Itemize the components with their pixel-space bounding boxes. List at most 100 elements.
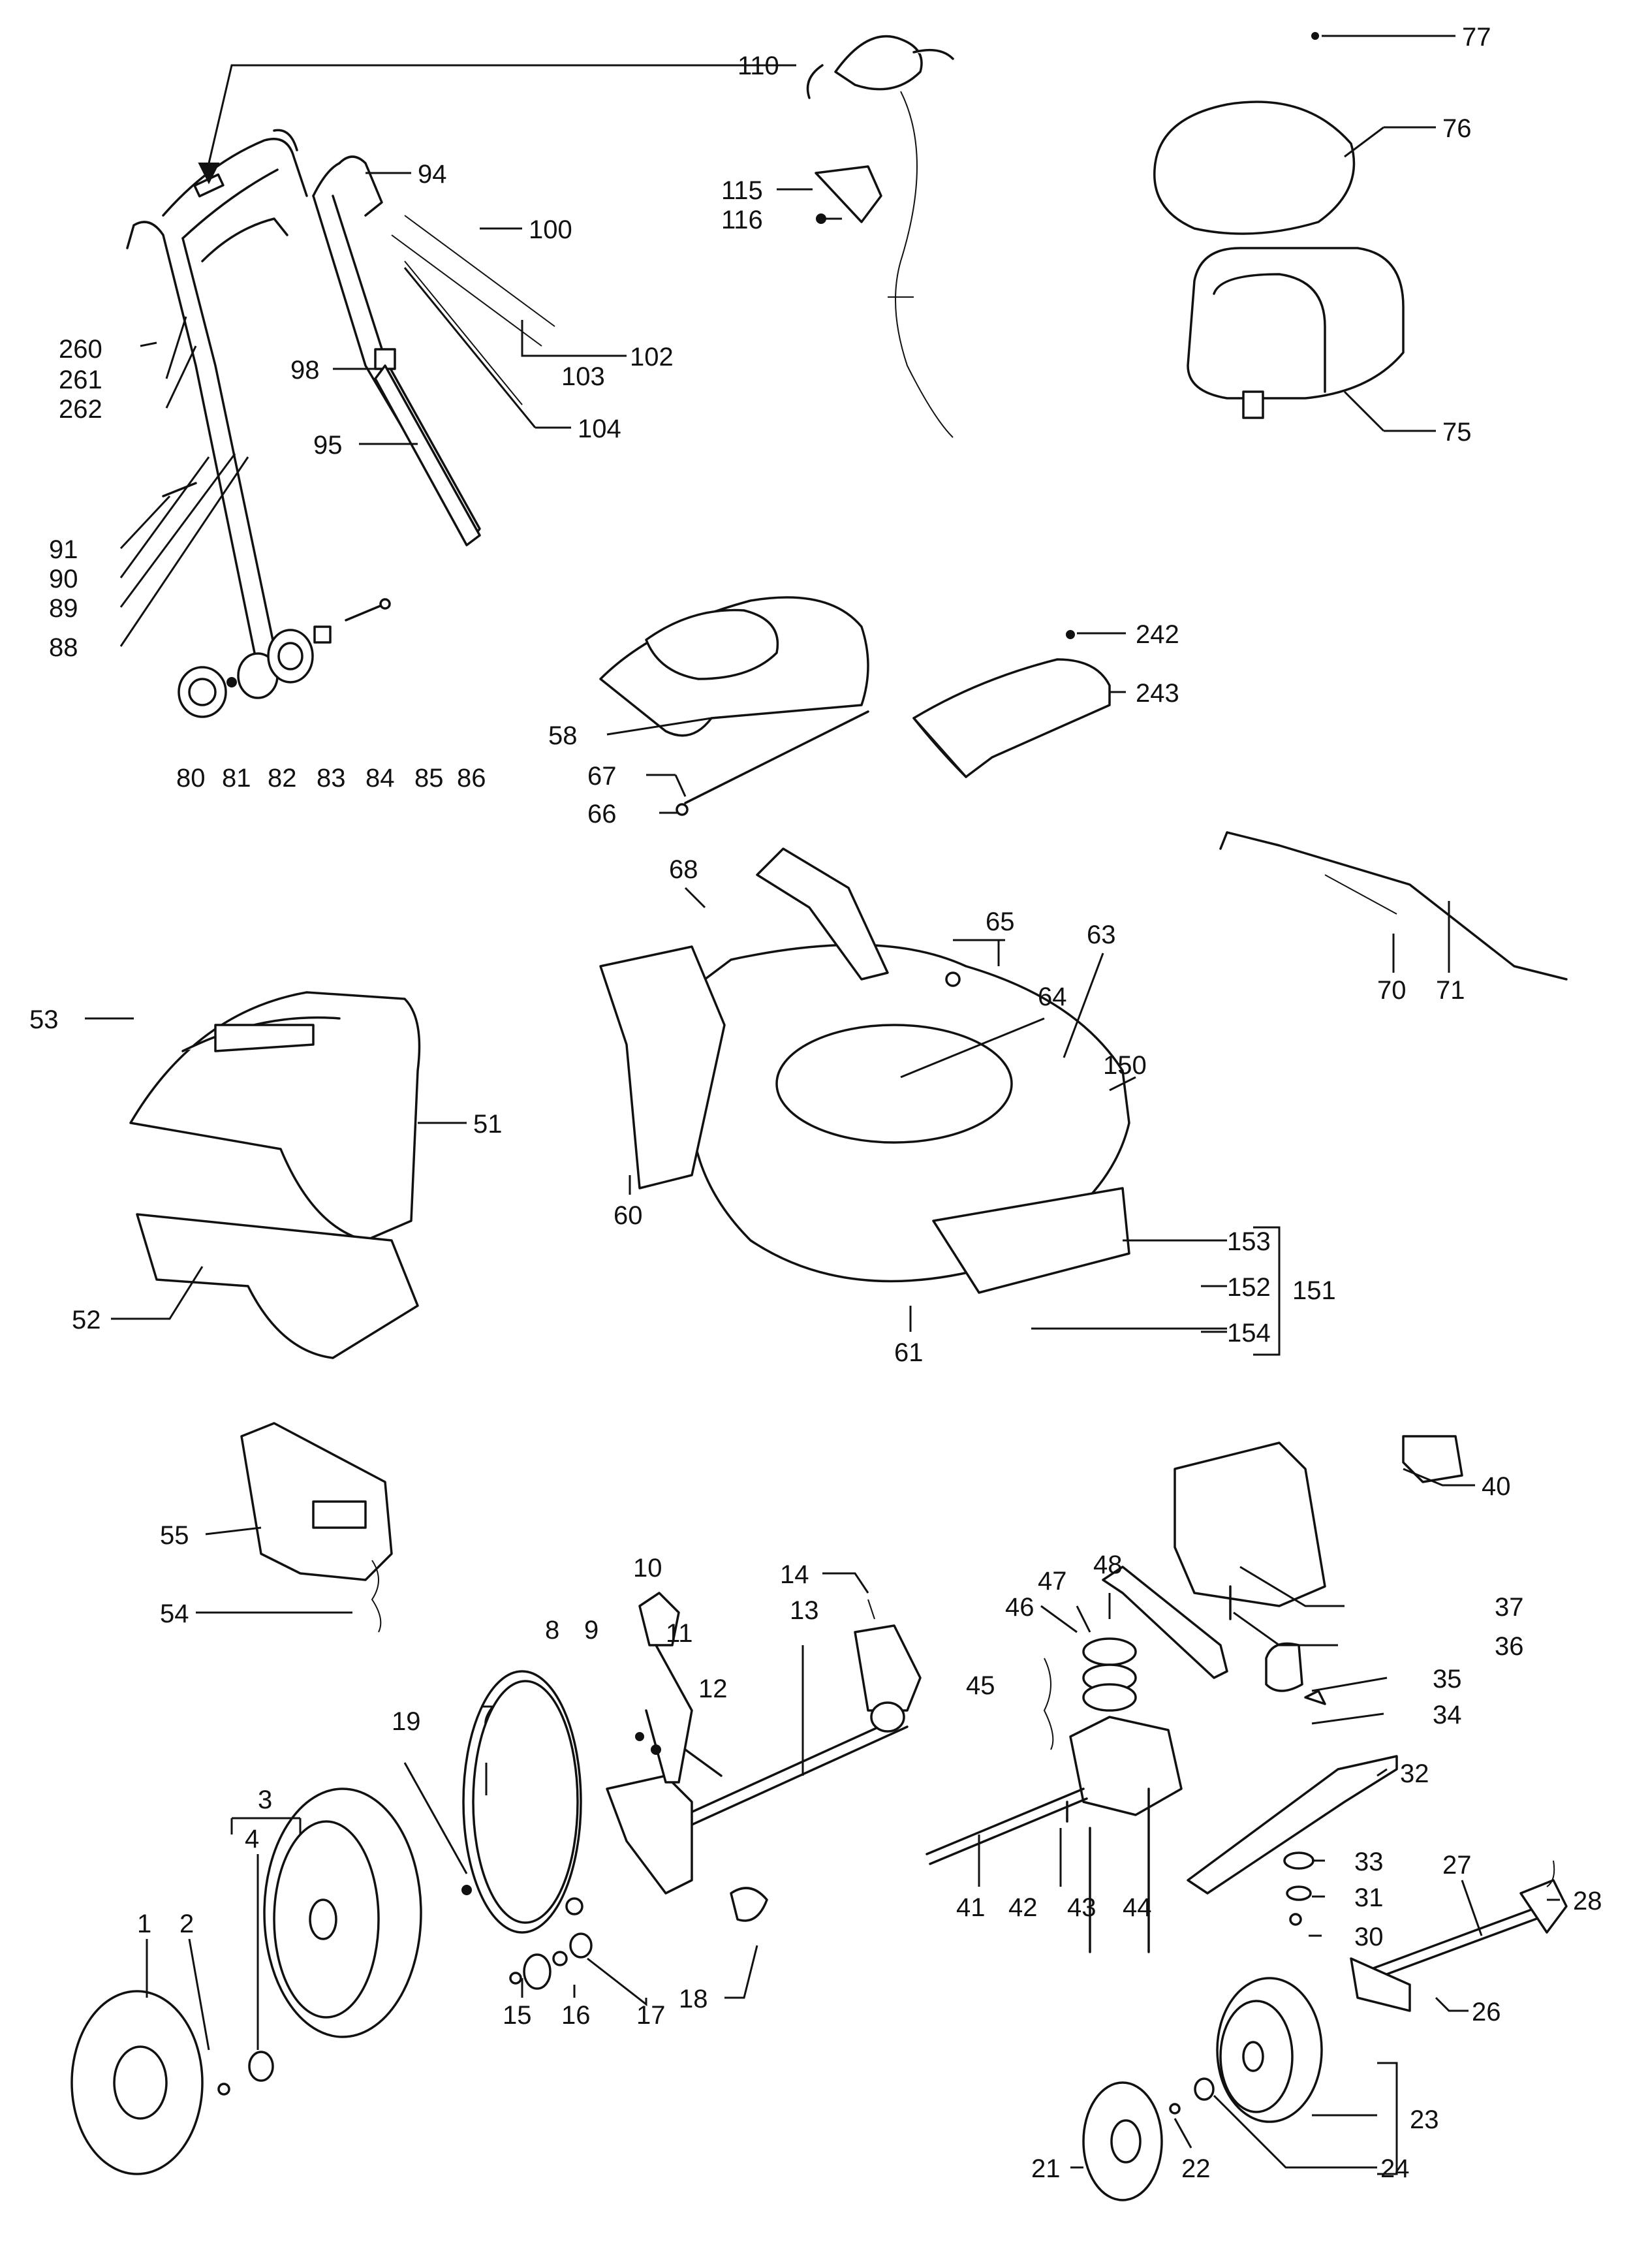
label-48: 48 xyxy=(1093,1551,1123,1579)
blade xyxy=(1187,1642,1398,1926)
label-54: 54 xyxy=(160,1599,189,1628)
label-45: 45 xyxy=(966,1671,995,1700)
label-80: 80 xyxy=(176,764,206,793)
label-60: 60 xyxy=(614,1201,643,1230)
label-1: 1 xyxy=(137,1910,151,1938)
label-68: 68 xyxy=(669,855,698,884)
lower-handle xyxy=(374,364,481,546)
label-86: 86 xyxy=(457,764,486,793)
label-81: 81 xyxy=(222,764,251,793)
label-66: 66 xyxy=(587,800,617,828)
gearbox xyxy=(925,1566,1228,1953)
label-61: 61 xyxy=(894,1338,924,1367)
label-75: 75 xyxy=(1442,418,1472,447)
label-110: 110 xyxy=(738,52,779,80)
label-71: 71 xyxy=(1436,976,1465,1005)
label-11: 11 xyxy=(666,1619,693,1648)
label-22: 22 xyxy=(1181,2154,1211,2183)
label-30: 30 xyxy=(1354,1923,1384,1951)
label-154: 154 xyxy=(1227,1319,1271,1347)
label-3: 3 xyxy=(258,1786,272,1814)
label-243: 243 xyxy=(1136,679,1179,708)
hubcap-large xyxy=(70,1990,274,2175)
label-63: 63 xyxy=(1087,921,1116,949)
leader-lines xyxy=(85,35,1560,2175)
label-28: 28 xyxy=(1573,1887,1602,1915)
label-2: 2 xyxy=(179,1910,194,1938)
label-47: 47 xyxy=(1038,1567,1067,1596)
upper-handle xyxy=(126,129,481,654)
label-115: 115 xyxy=(721,176,763,205)
drive-disc xyxy=(462,1670,583,1934)
label-95: 95 xyxy=(313,431,343,460)
label-23: 23 xyxy=(1410,2105,1439,2134)
label-17: 17 xyxy=(636,2001,666,2030)
label-15: 15 xyxy=(503,2001,532,2030)
label-64: 64 xyxy=(1038,983,1067,1011)
label-150: 150 xyxy=(1103,1051,1147,1080)
label-35: 35 xyxy=(1433,1665,1462,1693)
label-12: 12 xyxy=(698,1675,728,1703)
label-43: 43 xyxy=(1067,1893,1096,1922)
label-67: 67 xyxy=(587,762,617,791)
label-42: 42 xyxy=(1008,1893,1038,1922)
label-34: 34 xyxy=(1433,1701,1462,1729)
label-14: 14 xyxy=(780,1560,809,1589)
label-116: 116 xyxy=(721,206,763,234)
label-44: 44 xyxy=(1123,1893,1152,1922)
label-9: 9 xyxy=(584,1616,599,1645)
pinion-gear xyxy=(461,1885,593,1990)
control-bar-cable xyxy=(806,35,954,438)
label-7: 7 xyxy=(480,1701,494,1729)
mulch-plug xyxy=(912,630,1111,778)
label-151: 151 xyxy=(1292,1276,1336,1305)
drive-shaft xyxy=(606,1592,922,1922)
label-46: 46 xyxy=(1005,1593,1034,1622)
label-51: 51 xyxy=(473,1110,503,1139)
label-33: 33 xyxy=(1354,1848,1384,1876)
label-76: 76 xyxy=(1442,114,1472,143)
belt-cover xyxy=(1174,1435,1463,1620)
label-65: 65 xyxy=(986,907,1015,936)
label-88: 88 xyxy=(49,633,78,662)
label-100: 100 xyxy=(529,215,572,244)
label-18: 18 xyxy=(679,1985,708,2013)
label-31: 31 xyxy=(1354,1883,1384,1912)
label-55: 55 xyxy=(160,1521,189,1550)
label-83: 83 xyxy=(317,764,346,793)
label-36: 36 xyxy=(1495,1632,1524,1661)
label-98: 98 xyxy=(290,356,320,385)
front-wheel-small xyxy=(1169,1977,1323,2123)
label-27: 27 xyxy=(1442,1851,1472,1880)
label-153: 153 xyxy=(1227,1227,1271,1256)
label-40: 40 xyxy=(1482,1472,1511,1501)
part-labels: 110 77 76 75 94 100 115 116 260 261 262 … xyxy=(29,23,1602,2183)
height-adjust-lever xyxy=(1219,831,1568,981)
label-37: 37 xyxy=(1495,1593,1524,1622)
label-21: 21 xyxy=(1031,2154,1061,2183)
label-90: 90 xyxy=(49,565,78,593)
label-58: 58 xyxy=(548,721,578,750)
label-19: 19 xyxy=(392,1707,421,1736)
label-261: 261 xyxy=(59,366,102,394)
label-91: 91 xyxy=(49,535,78,564)
front-axle xyxy=(1350,1860,1568,2012)
label-4: 4 xyxy=(245,1825,259,1853)
label-262: 262 xyxy=(59,395,102,424)
mulch-cover xyxy=(240,1422,393,1633)
label-94: 94 xyxy=(418,160,447,189)
label-242: 242 xyxy=(1136,620,1179,649)
label-104: 104 xyxy=(578,415,621,443)
handle-knob-assembly xyxy=(162,482,391,718)
label-82: 82 xyxy=(268,764,297,793)
label-70: 70 xyxy=(1377,976,1407,1005)
label-53: 53 xyxy=(29,1005,59,1034)
grass-bag xyxy=(129,991,421,1359)
rear-wheel-large xyxy=(263,1788,422,2038)
label-102: 102 xyxy=(630,343,674,371)
engine xyxy=(1153,32,1405,419)
label-260: 260 xyxy=(59,335,102,364)
cables xyxy=(391,215,555,405)
label-103: 103 xyxy=(561,362,605,391)
